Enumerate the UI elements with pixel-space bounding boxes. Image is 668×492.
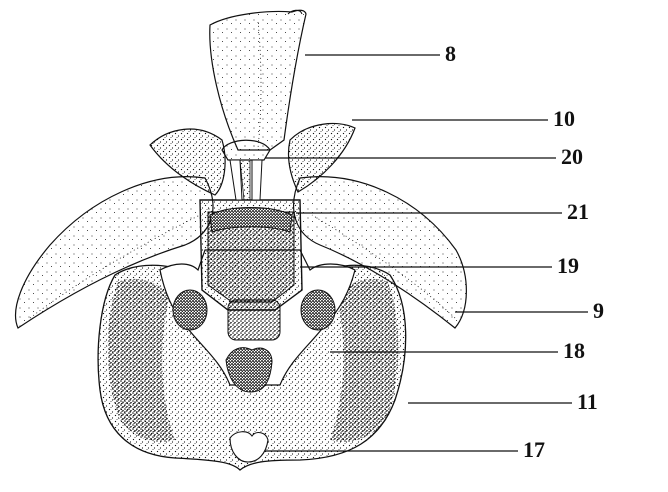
label-18: 18 [563,340,585,362]
label-9: 9 [593,300,604,322]
dorsal-sepal [210,10,306,150]
label-10: 10 [553,108,575,130]
label-21: 21 [567,201,589,223]
column [222,140,270,200]
stigmatic-cavity [200,200,302,310]
label-20: 20 [561,146,583,168]
label-8: 8 [445,43,456,65]
label-17: 17 [523,439,545,461]
label-11: 11 [577,391,598,413]
label-19: 19 [557,255,579,277]
